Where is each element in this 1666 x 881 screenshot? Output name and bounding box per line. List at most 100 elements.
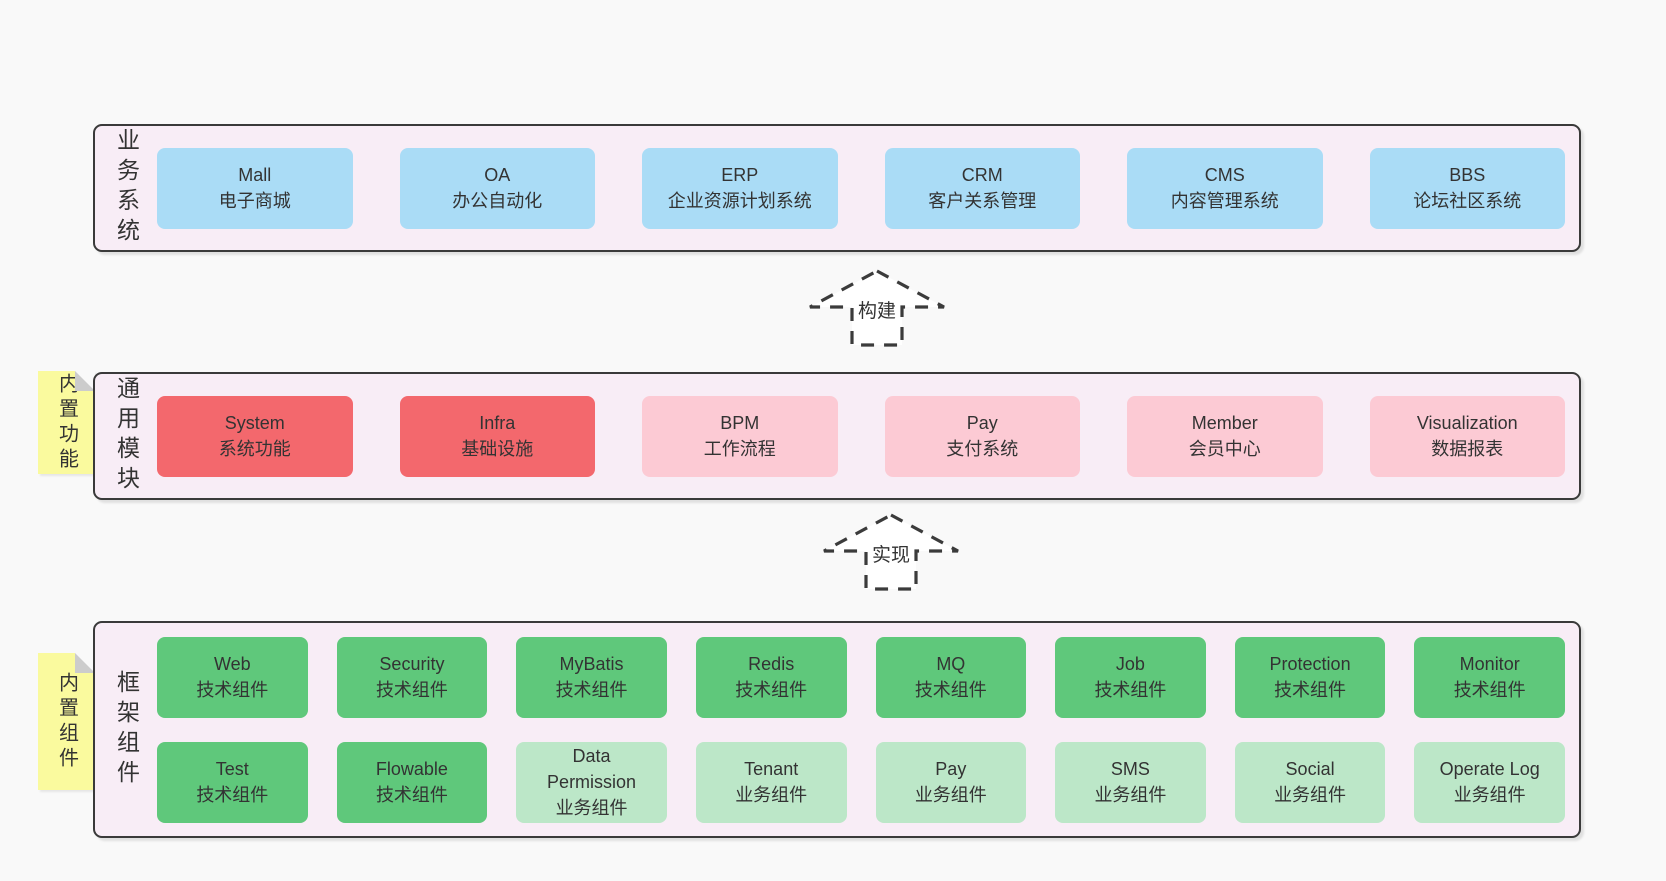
module-desc: 企业资源计划系统 bbox=[667, 191, 812, 211]
module-box-pay: Pay 支付系统 bbox=[884, 395, 1080, 477]
sticky-note-built-in-features: 内置功能 bbox=[38, 371, 95, 474]
module-name: Test bbox=[215, 759, 249, 779]
sticky-note-text: 内置功能 bbox=[55, 372, 78, 473]
module-box-pay: Pay 业务组件 bbox=[875, 741, 1027, 823]
module-desc: 技术组件 bbox=[375, 785, 448, 805]
module-name: Visualization bbox=[1416, 413, 1518, 433]
module-desc: 内容管理系统 bbox=[1170, 191, 1279, 211]
module-box-infra: Infra 基础设施 bbox=[399, 395, 595, 477]
module-name: Flowable bbox=[375, 759, 448, 779]
module-name: Social bbox=[1285, 759, 1335, 779]
arrow-label: 构建 bbox=[854, 295, 900, 324]
module-name: CRM bbox=[961, 165, 1003, 185]
module-name: Pay bbox=[966, 413, 998, 433]
arrow-label: 实现 bbox=[868, 539, 914, 568]
module-name: Web bbox=[213, 654, 251, 674]
module-desc: 技术组件 bbox=[1453, 680, 1526, 700]
module-box-mall: Mall 电子商城 bbox=[157, 147, 353, 229]
module-name: CMS bbox=[1204, 165, 1245, 185]
module-box-crm: CRM 客户关系管理 bbox=[884, 147, 1080, 229]
module-name: Pay bbox=[935, 759, 967, 779]
module-name: Tenant bbox=[744, 759, 799, 779]
module-box-web: Web 技术组件 bbox=[157, 636, 308, 718]
layer-label: 框架组件 bbox=[95, 623, 157, 836]
module-box-flowable: Flowable 技术组件 bbox=[336, 741, 488, 823]
layer-label: 通用模块 bbox=[95, 374, 157, 498]
module-name: Security bbox=[379, 654, 445, 674]
sticky-note-text: 内置组件 bbox=[55, 671, 78, 772]
module-desc: 客户关系管理 bbox=[928, 191, 1037, 211]
module-desc: 论坛社区系统 bbox=[1413, 191, 1522, 211]
arrow-build: 构建 bbox=[807, 268, 947, 348]
module-desc: 支付系统 bbox=[946, 439, 1019, 459]
module-box-system: System 系统功能 bbox=[157, 395, 353, 477]
module-name: BPM bbox=[720, 413, 760, 433]
layer-boxes: Mall 电子商城 OA 办公自动化 ERP 企业资源计划系统 CRM 客户关系管理 CMS 内容… bbox=[157, 126, 1579, 250]
module-name: System bbox=[224, 413, 285, 433]
layer-business-systems: 业务系统 Mall 电子商城 OA 办公自动化 ERP 企业资源计划系统 CRM 客户关系管理… bbox=[93, 124, 1581, 252]
module-desc: 业务组件 bbox=[1274, 785, 1347, 805]
module-desc: 技术组件 bbox=[196, 680, 269, 700]
module-name: OA bbox=[484, 165, 511, 185]
layer-label: 业务系统 bbox=[95, 126, 157, 250]
module-name: Mall bbox=[238, 165, 272, 185]
module-box-erp: ERP 企业资源计划系统 bbox=[642, 147, 838, 229]
module-name: Infra bbox=[479, 413, 516, 433]
module-box-test: Test 技术组件 bbox=[157, 741, 308, 823]
module-name: MQ bbox=[936, 654, 966, 674]
layer-label-text: 业务系统 bbox=[113, 128, 140, 248]
module-name: Data Permission bbox=[547, 746, 637, 792]
module-name: Operate Log bbox=[1439, 759, 1540, 779]
module-name: MyBatis bbox=[559, 654, 624, 674]
module-desc: 系统功能 bbox=[218, 439, 291, 459]
module-box-bpm: BPM 工作流程 bbox=[642, 395, 838, 477]
module-box-protection: Protection 技术组件 bbox=[1234, 636, 1386, 718]
folded-corner-icon bbox=[75, 653, 95, 673]
module-box-security: Security 技术组件 bbox=[336, 636, 488, 718]
module-box-social: Social 业务组件 bbox=[1234, 741, 1386, 823]
module-box-redis: Redis 技术组件 bbox=[695, 636, 847, 718]
module-desc: 办公自动化 bbox=[452, 191, 543, 211]
folded-corner-icon bbox=[75, 371, 95, 391]
module-desc: 技术组件 bbox=[735, 680, 808, 700]
module-box-visualization: Visualization 数据报表 bbox=[1369, 395, 1565, 477]
module-name: BBS bbox=[1449, 165, 1486, 185]
module-desc: 电子商城 bbox=[218, 191, 291, 211]
module-box-operate-log: Operate Log 业务组件 bbox=[1414, 741, 1565, 823]
module-name: Monitor bbox=[1459, 654, 1520, 674]
module-name: Member bbox=[1191, 413, 1258, 433]
layer-common-modules: 通用模块 System 系统功能 Infra 基础设施 BPM 工作流程 Pay 支付系统 Me… bbox=[93, 372, 1581, 500]
sticky-note-built-in-components: 内置组件 bbox=[38, 653, 95, 790]
module-name: Job bbox=[1115, 654, 1145, 674]
layer-label-text: 通用模块 bbox=[113, 376, 140, 496]
module-desc: 技术组件 bbox=[375, 680, 448, 700]
module-desc: 基础设施 bbox=[461, 439, 534, 459]
module-desc: 业务组件 bbox=[1094, 785, 1167, 805]
module-box-monitor: Monitor 技术组件 bbox=[1414, 636, 1565, 718]
layer-label-text: 框架组件 bbox=[113, 669, 140, 790]
module-desc: 技术组件 bbox=[1274, 680, 1347, 700]
module-name: Protection bbox=[1269, 654, 1351, 674]
module-desc: 技术组件 bbox=[555, 680, 628, 700]
module-name: ERP bbox=[721, 165, 759, 185]
module-box-mybatis: MyBatis 技术组件 bbox=[516, 636, 667, 718]
module-box-cms: CMS 内容管理系统 bbox=[1127, 147, 1323, 229]
module-name: Redis bbox=[748, 654, 795, 674]
module-desc: 业务组件 bbox=[914, 785, 987, 805]
module-desc: 技术组件 bbox=[196, 785, 269, 805]
arrow-implement: 实现 bbox=[821, 512, 961, 592]
module-desc: 工作流程 bbox=[703, 439, 776, 459]
module-desc: 业务组件 bbox=[1453, 785, 1526, 805]
module-desc: 数据报表 bbox=[1431, 439, 1504, 459]
module-box-bbs: BBS 论坛社区系统 bbox=[1369, 147, 1565, 229]
